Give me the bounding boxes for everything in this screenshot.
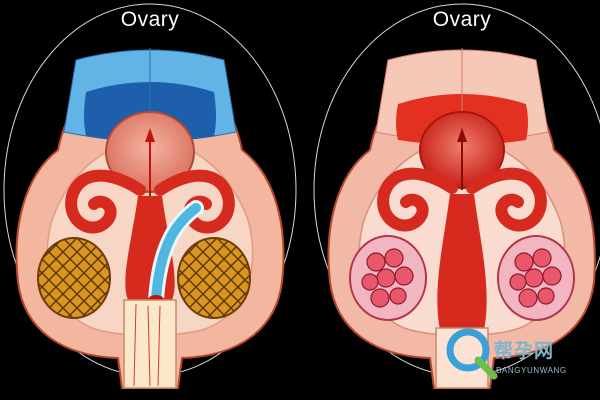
right-tube-left: [377, 167, 458, 232]
left-uterus-arrowhead: [145, 128, 155, 142]
title-left: Ovary: [120, 8, 180, 31]
left-tube-left: [65, 169, 146, 234]
watermark-text: 帮孕网: [494, 340, 555, 362]
right-ovary-right-follicles: [509, 248, 562, 308]
left-ovary-left: [37, 237, 111, 319]
watermark-logo-icon: [446, 328, 498, 380]
right-ovary-left-follicles: [361, 248, 414, 308]
watermark-subtext: BANGYUNWANG: [496, 366, 567, 375]
left-ovary-right: [177, 237, 251, 319]
left-canal-veins: [133, 303, 161, 387]
right-tube-right: [466, 167, 547, 232]
right-cervix: [437, 194, 487, 330]
right-figure: [313, 3, 600, 389]
left-figure: [3, 3, 297, 389]
left-catheter-core: [151, 203, 201, 305]
title-right: Ovary: [432, 8, 492, 31]
right-uterus-arrowhead: [457, 128, 467, 142]
